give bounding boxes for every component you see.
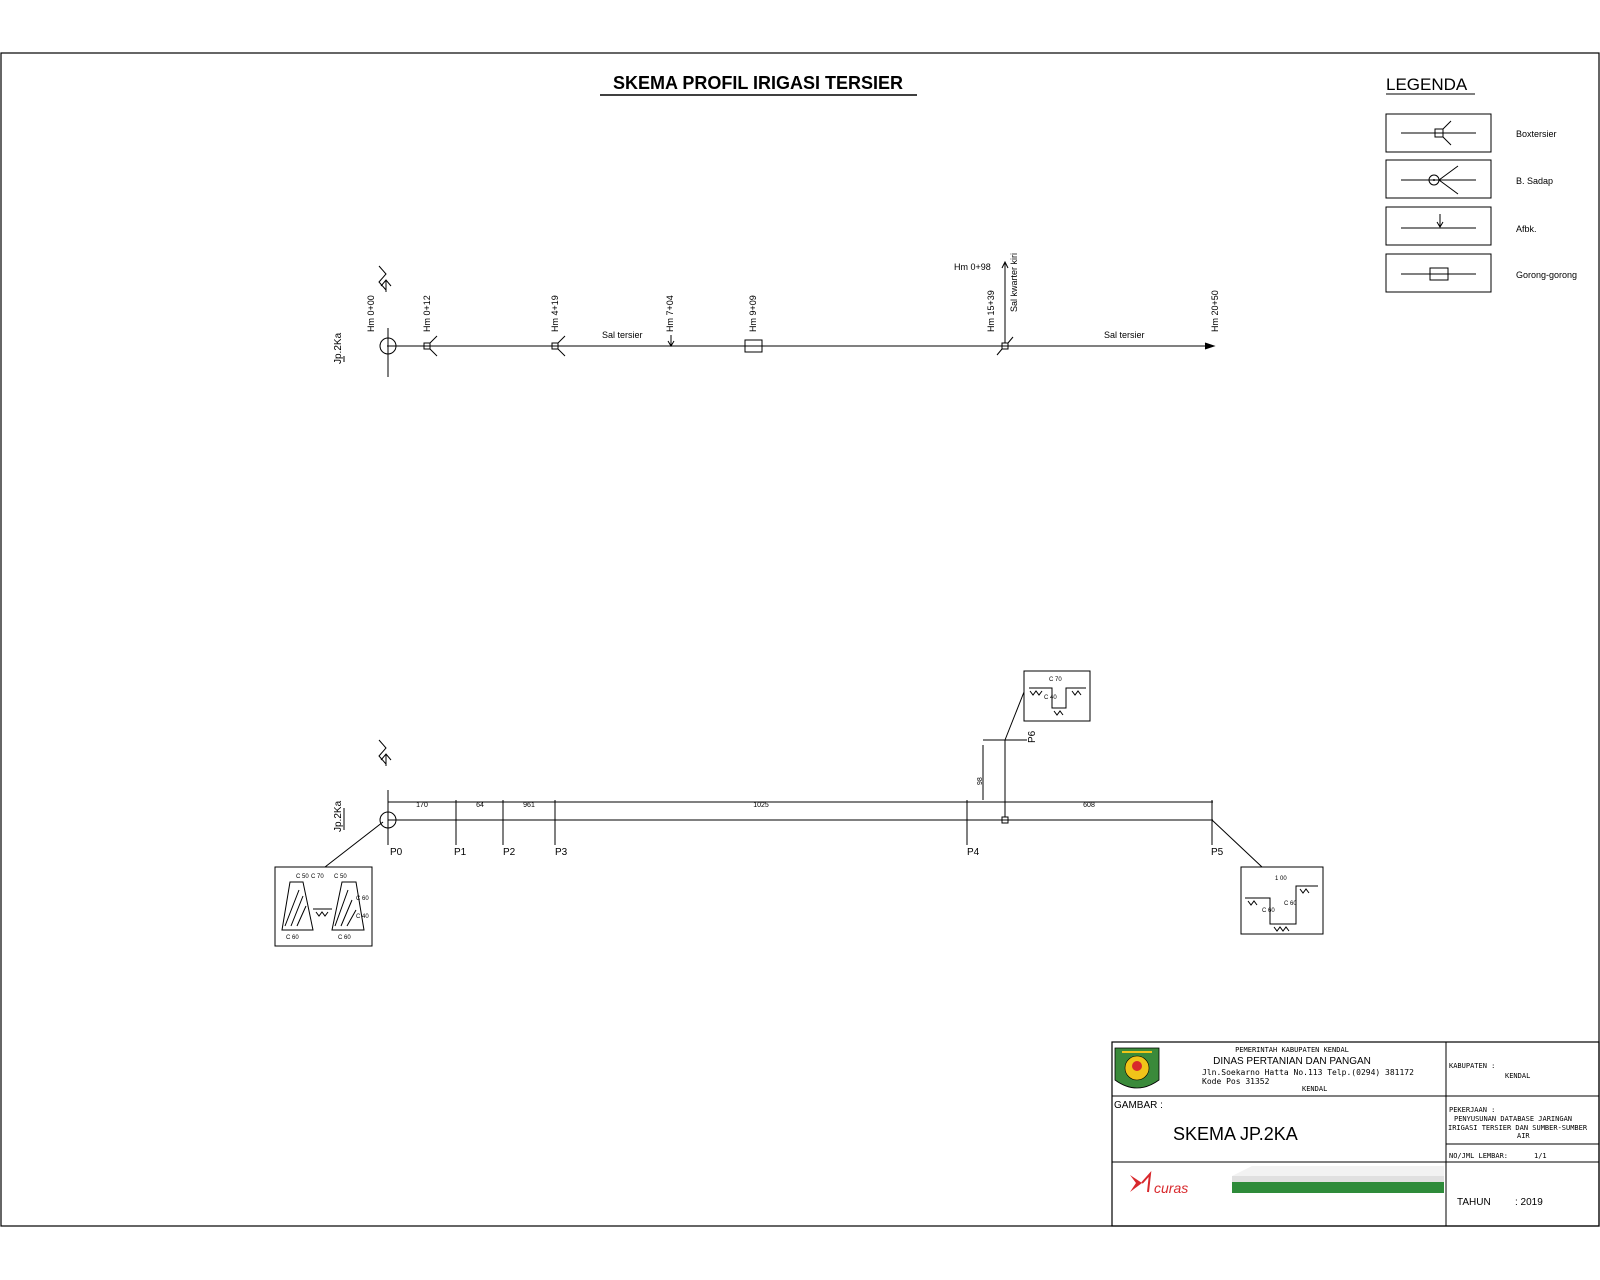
legend-box-4 xyxy=(1385,253,1492,293)
profile-point-label: P5 xyxy=(1211,847,1224,858)
agency-address: Jln.Soekarno Hatta No.113 Telp.(0294) 38… xyxy=(1202,1068,1414,1077)
segment-length: 608 xyxy=(1083,802,1095,809)
cross-section-right: 1 00 C 60 C 60 xyxy=(1240,866,1324,935)
legend-box-3 xyxy=(1385,206,1492,246)
profile-point-label: P1 xyxy=(454,847,467,858)
segment-length: 64 xyxy=(476,802,484,809)
sheet-border xyxy=(0,52,1600,1227)
agency-city: KENDAL xyxy=(1302,1085,1327,1093)
north-arrow-icon xyxy=(378,739,392,766)
title-block: PEMERINTAH KABUPATEN KENDAL DINAS PERTAN… xyxy=(1111,1041,1600,1227)
legend-label-2: B. Sadap xyxy=(1516,176,1553,186)
legend: LEGENDA Boxtersier B. Sadap Afbk. xyxy=(1385,75,1577,293)
svg-text:C 70: C 70 xyxy=(1049,677,1062,683)
north-arrow-icon xyxy=(378,265,392,292)
station-label: Hm 15+39 xyxy=(986,290,996,332)
station-label: Hm 7+04 xyxy=(665,295,675,332)
afbk-icon xyxy=(667,335,675,347)
svg-text:C 60: C 60 xyxy=(286,935,299,941)
svg-text:C 60: C 60 xyxy=(1284,901,1297,907)
branch-station-label: Hm 0+98 xyxy=(954,262,991,272)
pekerjaan-line: PENYUSUNAN DATABASE JARINGAN xyxy=(1454,1115,1572,1123)
segment-label: Sal tersier xyxy=(1104,330,1145,340)
cross-section-top: C 70 C 40 xyxy=(1023,670,1091,722)
profile-point-label: P3 xyxy=(555,847,568,858)
legend-label-3: Afbk. xyxy=(1516,224,1537,234)
tahun-value: : 2019 xyxy=(1515,1197,1543,1208)
segment-length: 1025 xyxy=(753,802,769,809)
pekerjaan-label: PEKERJAAN : xyxy=(1449,1106,1495,1114)
gorong-gorong-symbol xyxy=(1401,267,1476,281)
regency-emblem-icon xyxy=(1114,1047,1160,1089)
segment-label: Sal tersier xyxy=(602,330,643,340)
company-logo: curas xyxy=(1130,1166,1444,1196)
box-tersier-symbol xyxy=(1401,120,1476,146)
afbk-symbol xyxy=(1401,214,1476,229)
profile-point-label: P6 xyxy=(1027,730,1038,743)
svg-text:C 50: C 50 xyxy=(296,874,309,880)
agency-postal: Kode Pos 31352 xyxy=(1202,1077,1270,1086)
drawing-name: SKEMA JP.2KA xyxy=(1173,1124,1298,1144)
profile-point-label: P4 xyxy=(967,847,980,858)
svg-text:C 40: C 40 xyxy=(1044,695,1057,701)
canal-profile: Jp.2Ka P0 P1 P2 P3 P4 P5 xyxy=(274,670,1324,947)
b-sadap-symbol xyxy=(1401,165,1476,195)
gambar-label: GAMBAR : xyxy=(1114,1100,1163,1111)
gorong-gorong-icon xyxy=(744,339,763,353)
profile-source-label: Jp.2Ka xyxy=(333,800,344,832)
agency-name: DINAS PERTANIAN DAN PANGAN xyxy=(1213,1056,1371,1067)
kabupaten-label: KABUPATEN : xyxy=(1449,1062,1495,1070)
station-label: Hm 9+09 xyxy=(748,295,758,332)
segment-length: 961 xyxy=(523,802,535,809)
canal-end-arrow xyxy=(1204,342,1216,350)
legend-heading: LEGENDA xyxy=(1386,75,1468,94)
sheet-value: 1/1 xyxy=(1534,1152,1547,1160)
svg-text:C 70: C 70 xyxy=(311,874,324,880)
segment-length: 98 xyxy=(977,777,984,785)
segment-length: 170 xyxy=(416,802,428,809)
pekerjaan-line: AIR xyxy=(1517,1132,1530,1140)
station-label: Hm 20+50 xyxy=(1210,290,1220,332)
svg-text:C 60: C 60 xyxy=(356,896,369,902)
schema-source-label: Jp.2Ka xyxy=(333,332,344,364)
legend-label-4: Gorong-gorong xyxy=(1516,270,1577,280)
svg-text:curas: curas xyxy=(1154,1180,1188,1196)
box-tersier-icon xyxy=(551,335,566,357)
legend-label-1: Boxtersier xyxy=(1516,129,1557,139)
page-title: SKEMA PROFIL IRIGASI TERSIER xyxy=(613,73,903,93)
profile-point-label: P2 xyxy=(503,847,516,858)
station-label: Hm 0+12 xyxy=(422,295,432,332)
pekerjaan-line: IRIGASI TERSIER DAN SUMBER-SUMBER xyxy=(1448,1124,1588,1132)
svg-text:C 40: C 40 xyxy=(356,914,369,920)
irrigation-schema: Jp.2Ka xyxy=(333,253,1220,377)
svg-text:C 60: C 60 xyxy=(338,935,351,941)
box-tersier-icon xyxy=(423,335,438,357)
station-label: Hm 4+19 xyxy=(550,295,560,332)
station-label: Hm 0+00 xyxy=(366,295,376,332)
branch-canal-label: Sal kwarter kiri xyxy=(1009,253,1019,312)
svg-text:C 60: C 60 xyxy=(1262,908,1275,914)
svg-text:C 50: C 50 xyxy=(334,874,347,880)
legend-box-2 xyxy=(1385,159,1492,199)
sheet-label: NO/JML LEMBAR: xyxy=(1449,1152,1508,1160)
legend-box-1 xyxy=(1385,113,1492,153)
profile-point-label: P0 xyxy=(390,847,403,858)
gov-name: PEMERINTAH KABUPATEN KENDAL xyxy=(1235,1046,1349,1054)
kabupaten-value: KENDAL xyxy=(1505,1072,1530,1080)
box-tersier-branch-icon xyxy=(996,260,1014,356)
svg-text:1 00: 1 00 xyxy=(1275,876,1287,882)
cross-section-left: C 50 C 70 C 50 C 60 C 40 C 60 C 60 xyxy=(274,866,373,947)
tahun-label: TAHUN xyxy=(1457,1197,1491,1208)
